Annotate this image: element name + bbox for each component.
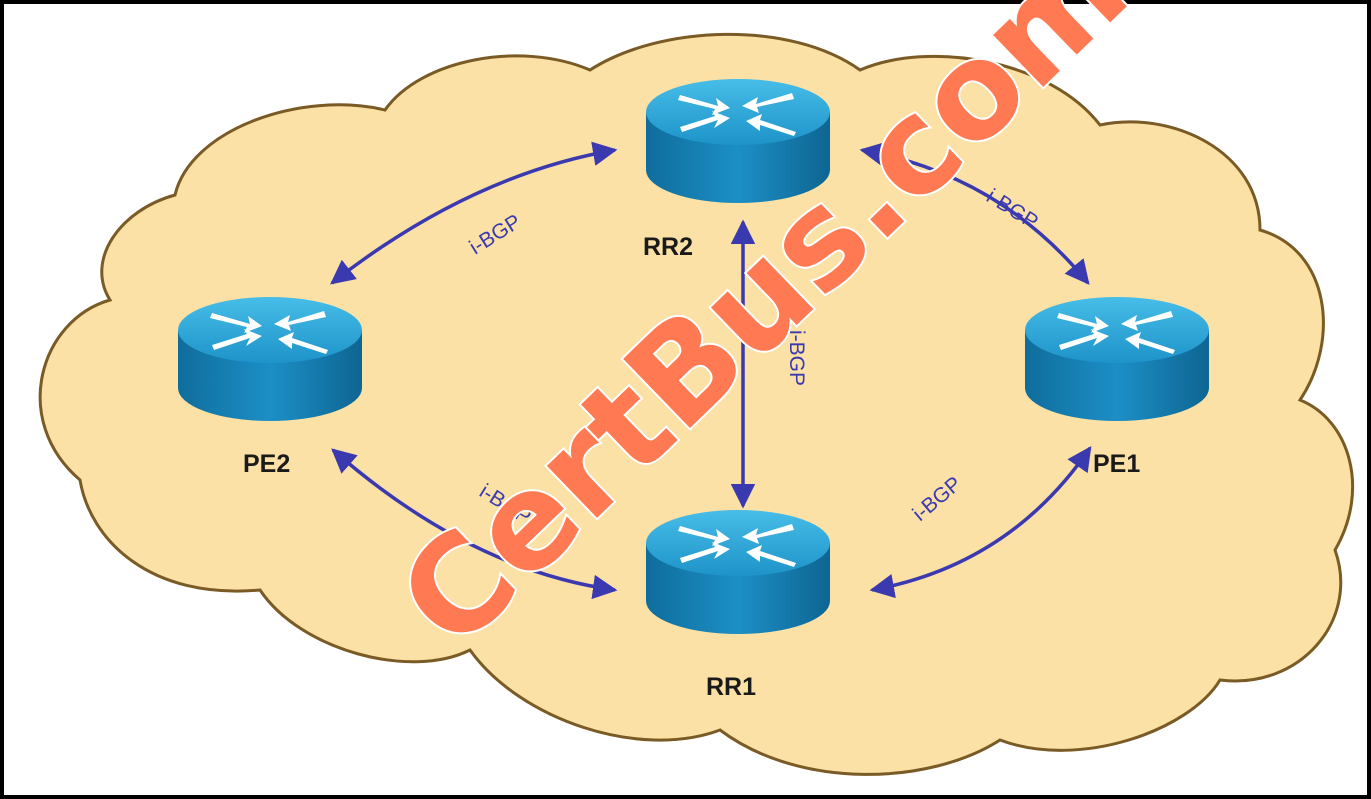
node-label-rr1: RR1 <box>706 673 756 701</box>
link-pe2-rr2 <box>330 141 618 285</box>
link-label-rr2-rr1: i-BGP <box>785 330 808 386</box>
node-label-pe2: PE2 <box>243 450 290 478</box>
node-label-rr2: RR2 <box>643 233 693 261</box>
node-label-pe1: PE1 <box>1093 450 1140 478</box>
link-pe2-rr1 <box>331 448 618 600</box>
router-pe1 <box>1025 297 1209 421</box>
router-rr1 <box>646 510 830 634</box>
links-layer <box>330 141 1092 600</box>
link-rr2-pe1 <box>859 141 1090 285</box>
link-rr1-pe1 <box>869 445 1092 599</box>
router-pe2 <box>178 297 362 421</box>
